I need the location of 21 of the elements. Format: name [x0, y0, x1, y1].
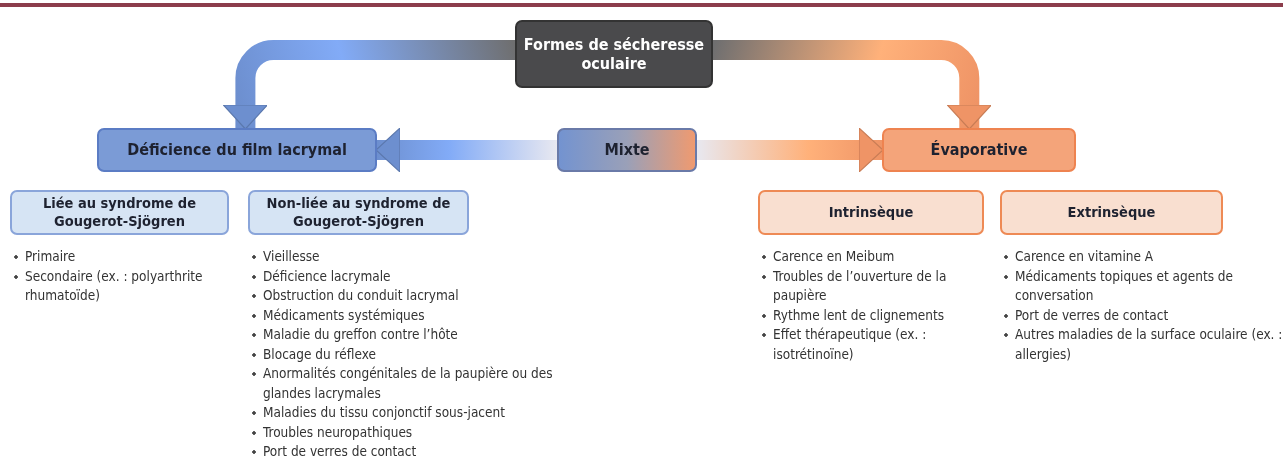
- category-box: [97, 128, 377, 172]
- category-box: [557, 128, 697, 172]
- box-title: Formes de sécheresse oculaire: [522, 34, 706, 74]
- subcategory-box: [10, 190, 229, 235]
- subcategory-box: [1000, 190, 1223, 235]
- box-title: Mixte: [604, 140, 650, 160]
- box-title: Liée au syndrome de Gougerot-Sjögren: [41, 195, 198, 230]
- subcategory-box: [248, 190, 469, 235]
- category-box: [882, 128, 1076, 172]
- box-title: Extrinsèque: [1067, 203, 1156, 222]
- block-arrow: [375, 127, 557, 173]
- box-title: Intrinsèque: [828, 203, 914, 222]
- block-arrow: [713, 40, 992, 130]
- list-item: Autres maladies de la surface oculaire (ex. : allergies): [1002, 325, 1283, 364]
- root-box: [515, 20, 713, 88]
- box-title: Non-liée au syndrome de Gougerot-Sjögren: [265, 195, 452, 230]
- block-arrow: [697, 127, 884, 173]
- subcategory-box: [758, 190, 984, 235]
- box-title: Déficience du film lacrymal: [127, 140, 347, 160]
- box-title: Évaporative: [930, 140, 1028, 160]
- block-arrow: [222, 40, 515, 130]
